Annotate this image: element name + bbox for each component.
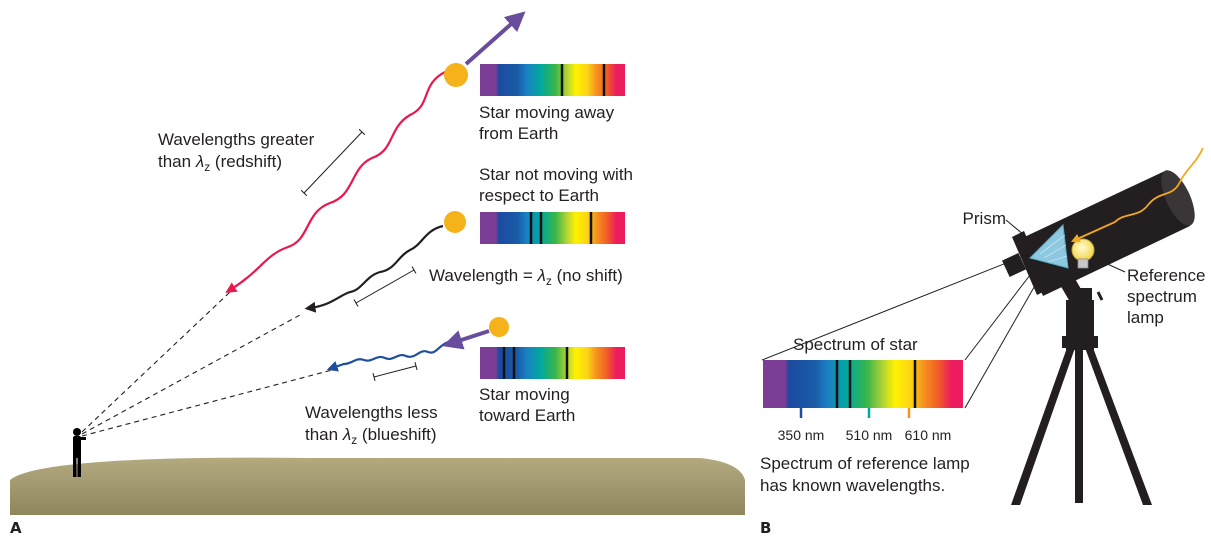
tripod [1011, 300, 1152, 505]
prism-icon [1029, 223, 1069, 269]
blueshift-caption-2: than λz (blueshift) [305, 425, 437, 447]
starlight-ray [1070, 147, 1204, 243]
panel-a: Star moving away from Earth Wavelengths … [10, 11, 745, 537]
away-motion-arrow [464, 11, 526, 66]
ground [10, 457, 745, 515]
spectrum-toward [480, 347, 625, 379]
caption-line-2: has known wavelengths. [760, 476, 945, 495]
lamp-label-1: Reference [1127, 266, 1205, 285]
lightbulb-icon [1071, 238, 1095, 269]
panel-letter-a: A [10, 519, 22, 537]
tick-label-510: 510 nm [846, 427, 893, 443]
spectrum-still [480, 212, 625, 244]
noshift-caption: Wavelength = λz (no shift) [429, 266, 623, 288]
still-label-2: respect to Earth [479, 186, 599, 205]
noshift-wave [304, 224, 444, 313]
projection-lines [761, 251, 1046, 409]
redshift-measure [300, 128, 366, 197]
star-away-icon [444, 63, 468, 87]
star-spectrum [763, 360, 963, 418]
away-label-2: from Earth [479, 124, 558, 143]
redshift-caption-1: Wavelengths greater [158, 130, 315, 149]
spectrum-title: Spectrum of star [793, 335, 918, 354]
redshift-caption-2: than λz (redshift) [158, 152, 282, 174]
toward-motion-arrow [442, 329, 490, 350]
prism-label: Prism [963, 209, 1006, 228]
star-toward-icon [489, 317, 509, 337]
panel-letter-b: B [760, 519, 771, 537]
still-label-1: Star not moving with [479, 165, 633, 184]
spectrum-away [480, 64, 625, 96]
blueshift-measure [372, 361, 418, 382]
tick-label-350: 350 nm [778, 427, 825, 443]
toward-label-1: Star moving [479, 385, 570, 404]
star-still-icon [444, 211, 466, 233]
caption-line-1: Spectrum of reference lamp [760, 454, 970, 473]
sight-lines [81, 291, 333, 437]
redshift-wave [225, 71, 446, 293]
observer-icon [73, 428, 86, 477]
lamp-label-2: spectrum [1127, 287, 1197, 306]
blueshift-caption-1: Wavelengths less [305, 403, 438, 422]
away-label-1: Star moving away [479, 103, 615, 122]
blueshift-wave [326, 340, 449, 372]
noshift-measure [353, 266, 417, 307]
panel-b: Prism Reference spectrum lamp Spectrum o… [760, 147, 1205, 537]
toward-label-2: toward Earth [479, 406, 575, 425]
tick-label-610: 610 nm [905, 427, 952, 443]
lamp-label-3: lamp [1127, 308, 1164, 327]
